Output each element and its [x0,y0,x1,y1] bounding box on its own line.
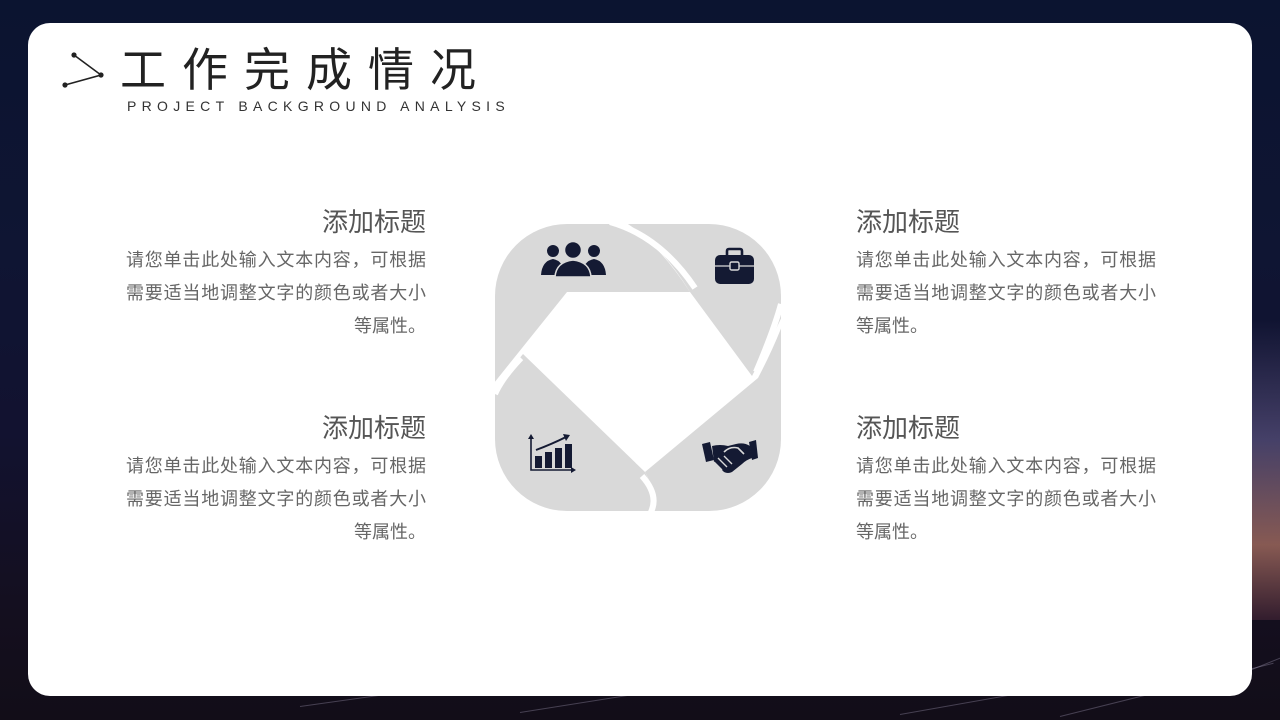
segment-divider [492,355,524,396]
connected-dots-chevron-icon [62,52,104,88]
pinwheel-segment-top[interactable] [490,218,690,388]
page-subtitle: PROJECT BACKGROUND ANALYSIS [127,98,510,114]
block-heading[interactable]: 添加标题 [321,414,426,444]
text-block-bottom-left: 添加标题 请您单击此处输入文本内容，可根据需要适当地调整文字的颜色或者大小等属性… [126,412,426,549]
text-block-top-left: 添加标题 请您单击此处输入文本内容，可根据需要适当地调整文字的颜色或者大小等属性… [126,206,426,343]
block-body[interactable]: 请您单击此处输入文本内容，可根据需要适当地调整文字的颜色或者大小等属性。 [126,250,426,337]
segment-divider [609,219,698,290]
block-body[interactable]: 请您单击此处输入文本内容，可根据需要适当地调整文字的颜色或者大小等属性。 [856,456,1156,543]
block-heading[interactable]: 添加标题 [856,208,961,238]
text-block-bottom-right: 添加标题 请您单击此处输入文本内容，可根据需要适当地调整文字的颜色或者大小等属性… [856,412,1156,549]
text-block-top-right: 添加标题 请您单击此处输入文本内容，可根据需要适当地调整文字的颜色或者大小等属性… [856,206,1156,343]
slide-card [28,23,1252,696]
pinwheel-segment-bottom[interactable] [645,304,790,518]
segment-divider [639,473,657,516]
bar-chart-growth-icon [528,434,576,473]
handshake-icon [702,440,758,473]
block-body[interactable]: 请您单击此处输入文本内容，可根据需要适当地调整文字的颜色或者大小等属性。 [126,456,426,543]
people-group-icon [541,240,606,278]
segment-divider [753,303,784,374]
pinwheel-segment-left[interactable] [490,354,652,518]
briefcase-icon [715,247,754,284]
block-heading[interactable]: 添加标题 [321,208,426,238]
pinwheel-diagram [490,218,790,518]
block-heading[interactable]: 添加标题 [856,414,961,444]
page-title: 工作完成情况 [120,43,492,97]
block-body[interactable]: 请您单击此处输入文本内容，可根据需要适当地调整文字的颜色或者大小等属性。 [856,250,1156,337]
